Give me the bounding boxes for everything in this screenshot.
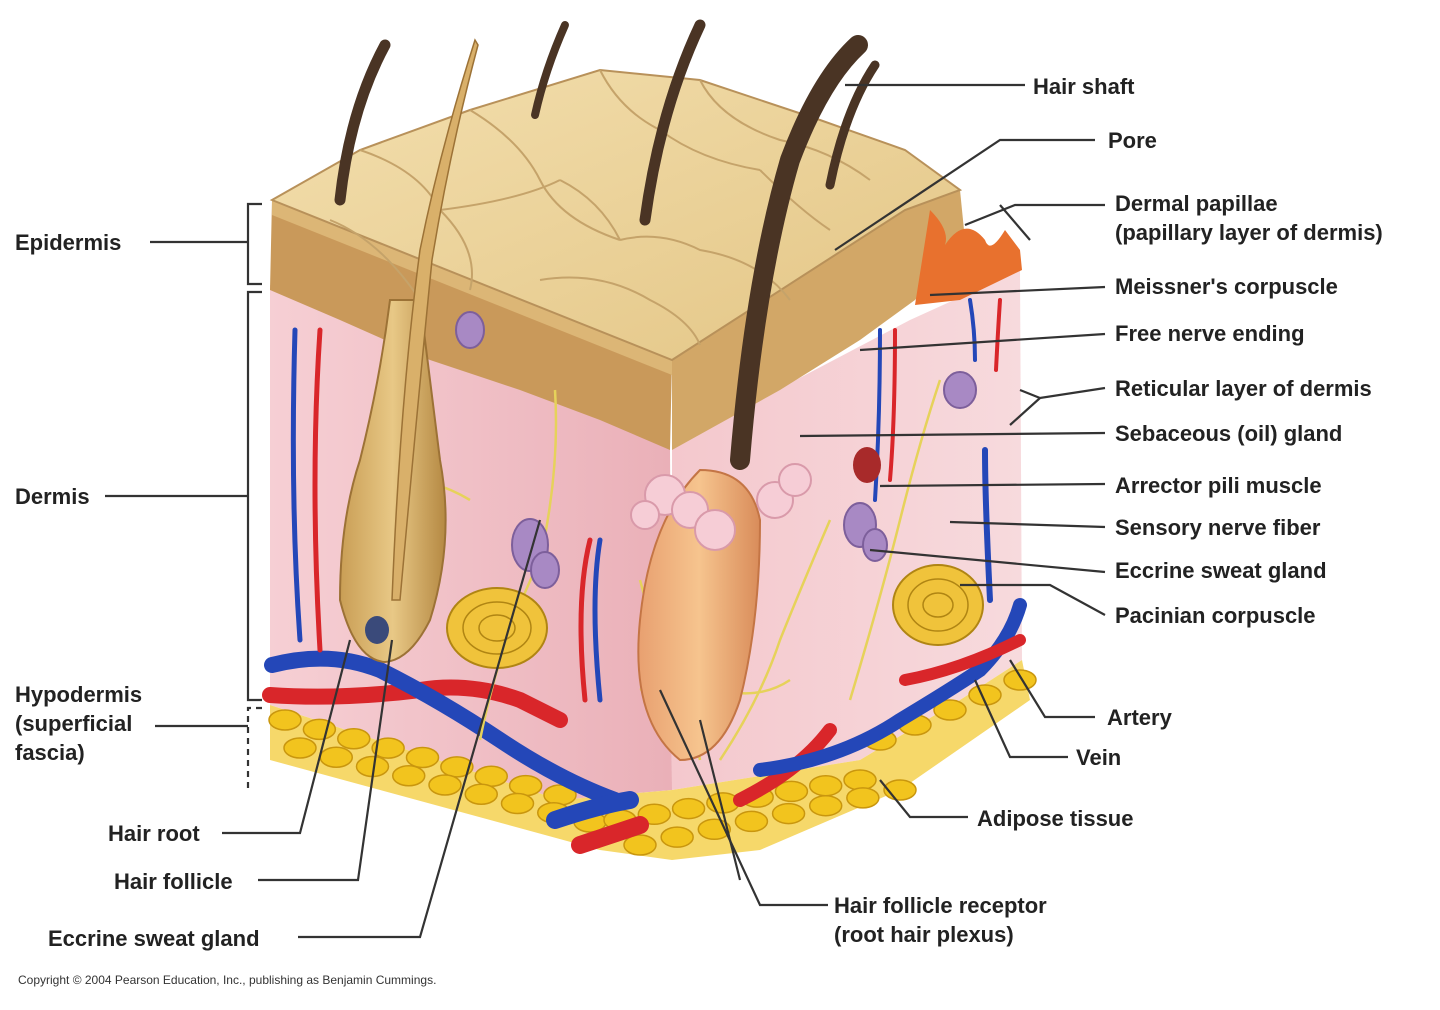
label-artery: Artery	[1107, 705, 1173, 730]
fat-lobule	[808, 774, 843, 797]
fat-lobule	[464, 783, 498, 805]
surface-texture	[329, 69, 871, 346]
label-hair-root: Hair root	[108, 821, 200, 846]
leader-lines	[222, 83, 1106, 939]
hair-follicle-center	[630, 447, 881, 762]
fat-lobule	[302, 718, 337, 741]
fat-lobule	[671, 797, 706, 820]
label-dermal-papillae-1: Dermal papillae	[1115, 191, 1278, 216]
fat-lobule	[734, 810, 769, 833]
fat-lobule	[660, 826, 694, 848]
fat-lobule	[623, 834, 657, 856]
fat-lobule	[371, 737, 405, 759]
label-meissners-corpuscle: Meissner's corpuscle	[1115, 274, 1338, 299]
fat-lobule	[474, 765, 508, 787]
vein-left	[264, 650, 623, 808]
fat-lobule	[771, 802, 806, 825]
fat-lobule	[337, 728, 371, 750]
hair-shaft-center	[730, 35, 868, 470]
label-hair-follicle-receptor-1: Hair follicle receptor	[834, 893, 1047, 918]
dermal-papillae	[915, 210, 1022, 305]
label-hypodermis-1: Hypodermis	[15, 682, 142, 707]
fat-lobule	[428, 774, 462, 796]
label-eccrine-sweat-gland-right: Eccrine sweat gland	[1115, 558, 1327, 583]
label-pacinian-corpuscle: Pacinian corpuscle	[1115, 603, 1316, 628]
hair-shaft-left	[391, 38, 479, 601]
label-free-nerve-ending: Free nerve ending	[1115, 321, 1305, 346]
sebaceous-gland	[630, 463, 812, 551]
fat-lobule	[508, 774, 543, 797]
fat-lobule	[933, 699, 967, 721]
label-sensory-nerve-fiber: Sensory nerve fiber	[1115, 515, 1321, 540]
label-dermis: Dermis	[15, 484, 90, 509]
label-arrector-pili: Arrector pili muscle	[1115, 473, 1322, 498]
fat-lobule	[774, 780, 809, 803]
fat-lobule	[846, 787, 880, 809]
fat-lobule	[319, 746, 353, 768]
label-hair-follicle-receptor-2: (root hair plexus)	[834, 922, 1014, 947]
label-reticular-layer: Reticular layer of dermis	[1115, 376, 1372, 401]
label-hypodermis-3: fascia)	[15, 740, 85, 765]
label-vein: Vein	[1076, 745, 1121, 770]
fat-lobule	[1003, 669, 1037, 691]
label-epidermis: Epidermis	[15, 230, 121, 255]
arrector-pili	[853, 447, 881, 483]
fat-lobule	[268, 709, 302, 731]
fat-lobule	[843, 769, 877, 791]
bottom-labels: Hair follicle receptor (root hair plexus…	[834, 893, 1047, 947]
fat-lobule	[405, 746, 440, 769]
fat-lobule	[968, 684, 1002, 706]
label-pore: Pore	[1108, 128, 1157, 153]
blood-vessels	[262, 298, 1027, 854]
hair-bulb	[365, 616, 389, 644]
label-hair-shaft: Hair shaft	[1033, 74, 1135, 99]
fat-lobule	[283, 737, 317, 759]
layer-brackets	[105, 202, 262, 790]
right-labels: Hair shaft Pore Dermal papillae (papilla…	[977, 74, 1383, 831]
eccrine-sweat-glands	[455, 311, 977, 589]
copyright-notice: Copyright © 2004 Pearson Education, Inc.…	[18, 973, 436, 987]
hair-shafts	[334, 19, 880, 470]
label-sebaceous-gland: Sebaceous (oil) gland	[1115, 421, 1342, 446]
label-hair-follicle: Hair follicle	[114, 869, 233, 894]
left-labels: Epidermis Dermis Hypodermis (superficial…	[15, 230, 260, 951]
label-hypodermis-2: (superficial	[15, 711, 132, 736]
label-adipose-tissue: Adipose tissue	[977, 806, 1133, 831]
artery-right	[899, 634, 1026, 686]
fat-lobule	[392, 765, 426, 787]
label-eccrine-sweat-gland-left: Eccrine sweat gland	[48, 926, 260, 951]
fat-lobule	[500, 792, 535, 815]
label-dermal-papillae-2: (papillary layer of dermis)	[1115, 220, 1383, 245]
fat-lobule	[808, 794, 843, 817]
fat-lobule	[440, 756, 474, 778]
